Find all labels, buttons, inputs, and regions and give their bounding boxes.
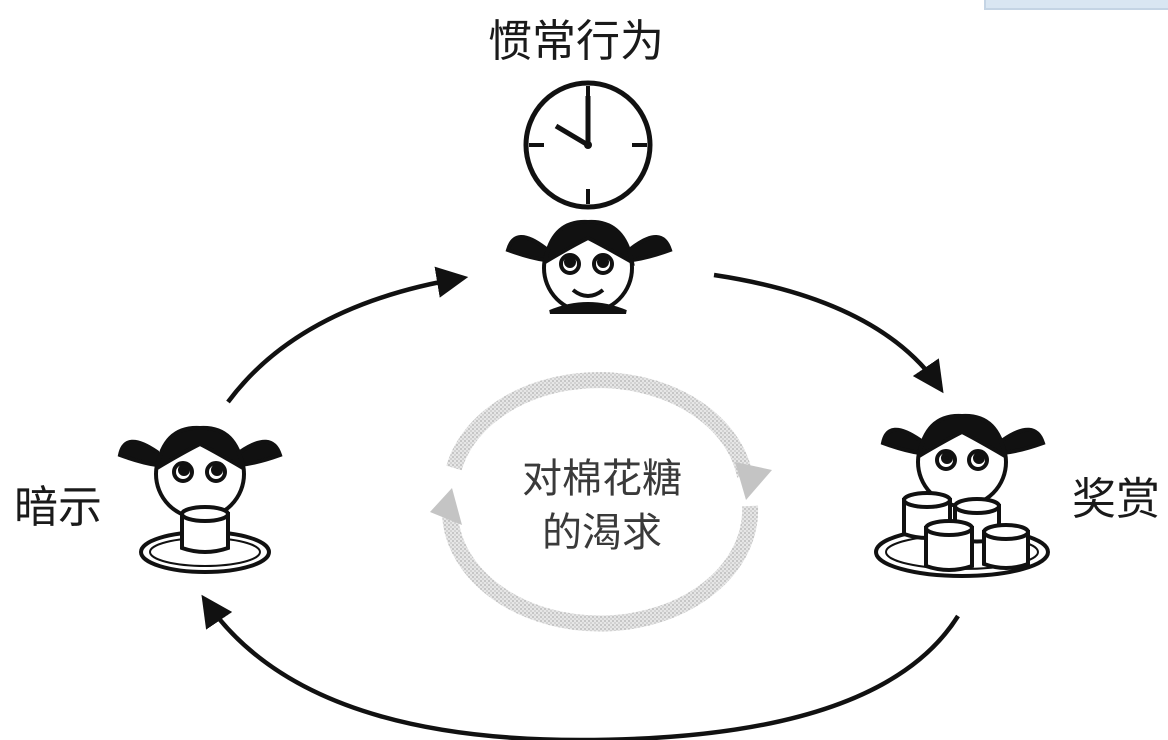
craving-ring-arrowhead-right xyxy=(735,462,772,500)
window-edge-strip xyxy=(984,0,1168,10)
craving-ring xyxy=(442,372,759,632)
arrow-cue-to-routine xyxy=(226,266,469,404)
routine-label: 惯常行为 xyxy=(488,16,664,67)
cue-label: 暗示 xyxy=(14,482,102,533)
reward-label: 奖赏 xyxy=(1072,474,1160,525)
craving-label-line1: 对棉花糖 xyxy=(522,456,682,502)
craving-ring-arrowhead-left xyxy=(430,488,462,525)
arrow-routine-to-reward xyxy=(713,272,944,394)
clock-icon xyxy=(523,80,653,210)
girl-with-one-marshmallow-icon xyxy=(117,425,283,574)
girl-smiling-icon xyxy=(505,219,673,314)
girl-with-many-marshmallows-icon xyxy=(874,413,1050,578)
craving-label: 对棉花糖 的渴求 xyxy=(502,452,702,560)
arrow-reward-to-cue xyxy=(201,594,960,740)
craving-label-line2: 的渴求 xyxy=(542,510,662,556)
